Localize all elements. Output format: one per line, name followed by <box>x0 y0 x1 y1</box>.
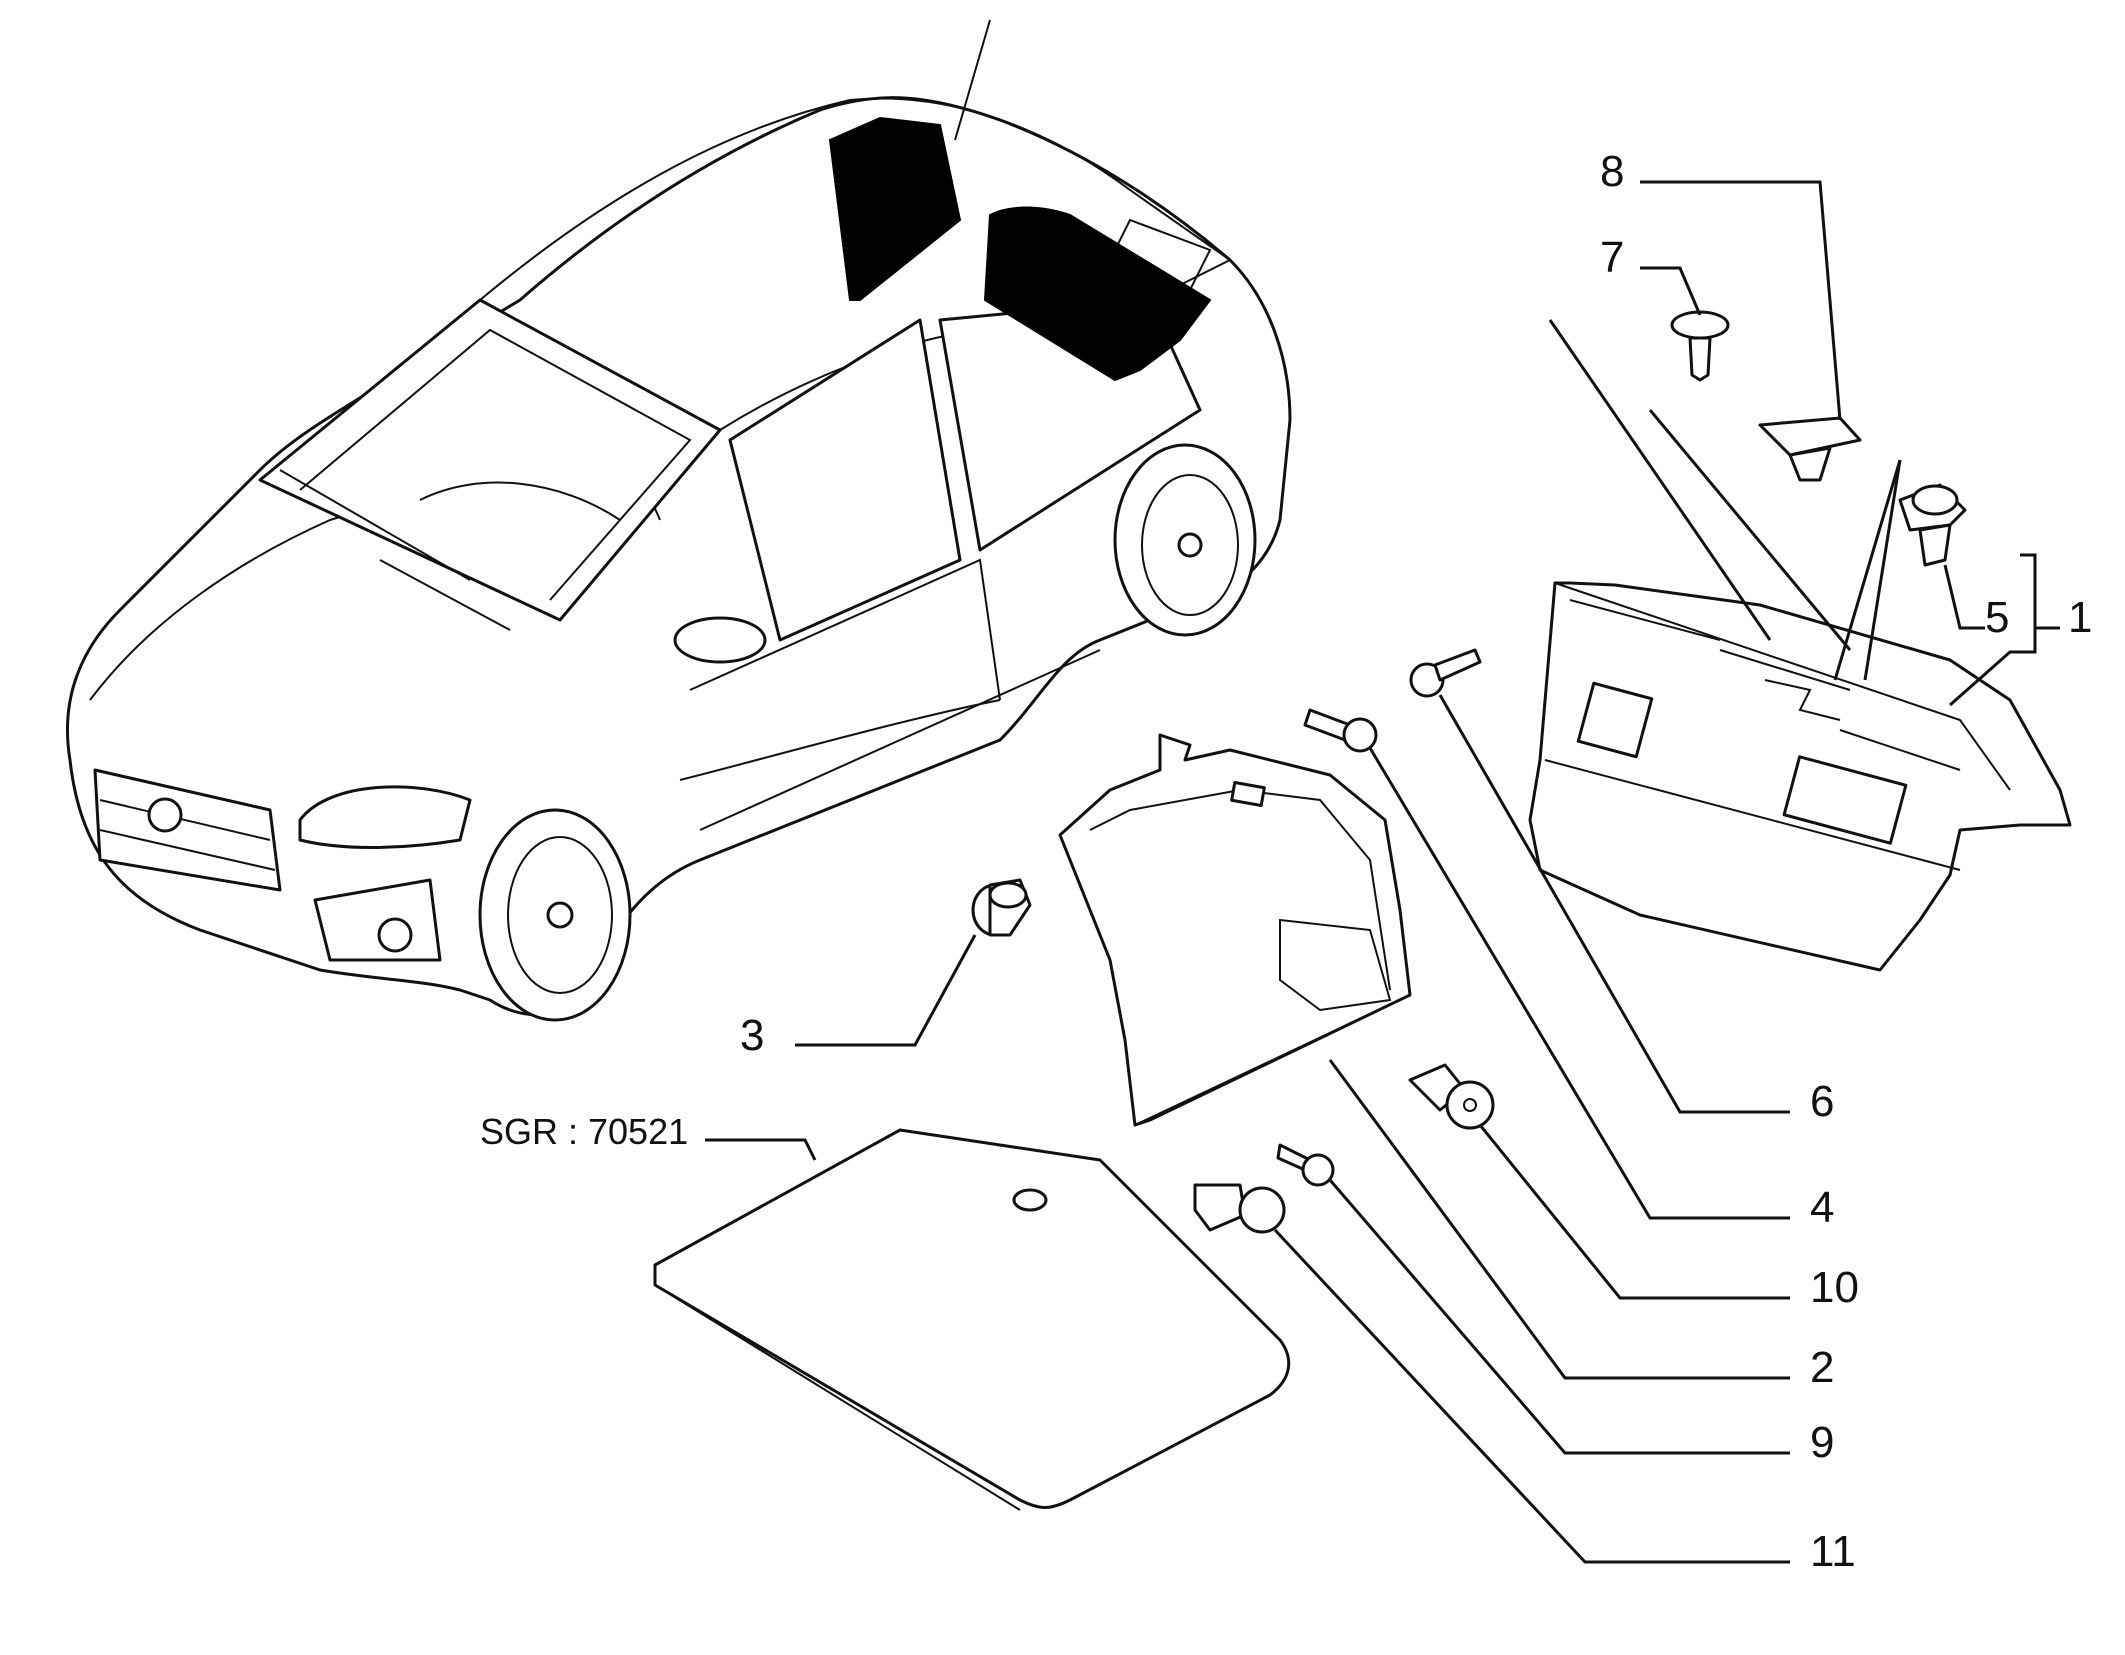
callout-6: 6 <box>1810 1077 1834 1126</box>
leader-lines <box>705 180 2060 1564</box>
callout-7: 7 <box>1600 233 1624 282</box>
callout-3: 3 <box>740 1011 764 1060</box>
part-4-screw <box>1303 708 1378 753</box>
part-9-screw <box>1276 1143 1335 1187</box>
part-6-bolt <box>1409 648 1482 698</box>
callout-11: 11 <box>1810 1527 1856 1576</box>
callout-labels: 8 7 5 1 3 6 4 10 2 9 11 SGR : 70521 <box>480 147 2092 1576</box>
callout-5: 5 <box>1985 593 2009 642</box>
part-7-screw <box>1670 310 1730 382</box>
part-8-clip-nut <box>1758 416 1862 482</box>
car-illustration <box>66 19 1292 1022</box>
part-1-rear-shelf-panel <box>1528 581 2072 972</box>
part-10-push-clip <box>1408 1063 1495 1130</box>
callout-4: 4 <box>1810 1183 1834 1232</box>
callout-9: 9 <box>1810 1418 1834 1467</box>
floor-mat <box>653 1128 1291 1511</box>
part-5-clip <box>1898 483 1967 567</box>
sgr-reference: SGR : 70521 <box>480 1111 688 1152</box>
callout-10: 10 <box>1810 1263 1859 1312</box>
part-3-plug <box>971 878 1032 937</box>
callout-1: 1 <box>2068 593 2092 642</box>
part-2-side-trim-panel <box>1058 733 1412 1127</box>
part-11-push-rivet <box>1193 1183 1286 1234</box>
callout-2: 2 <box>1810 1343 1834 1392</box>
callout-8: 8 <box>1600 147 1624 196</box>
